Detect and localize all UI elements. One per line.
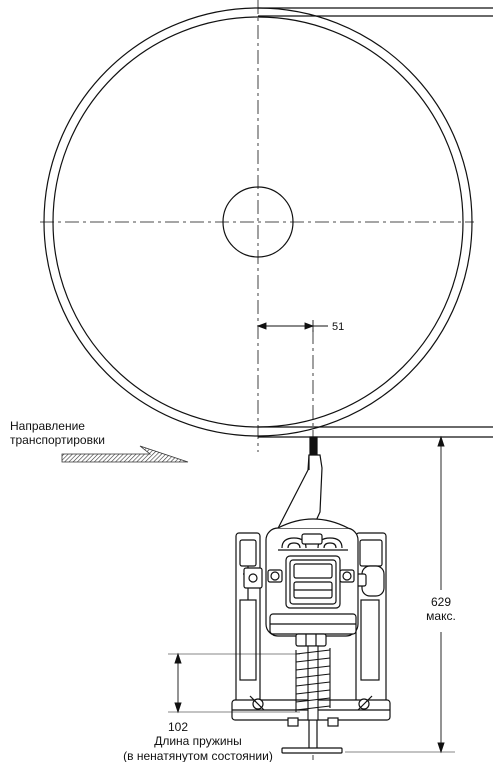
spring-label-line1: Длина пружины [154, 734, 242, 748]
dimension-51 [256, 320, 328, 332]
dim-height-note: макс. [426, 609, 456, 623]
direction-label-line1: Направление [10, 419, 85, 433]
direction-arrow [61, 445, 189, 463]
tension-spring [295, 645, 331, 721]
dim-spring-value: 102 [168, 720, 188, 734]
bottom-rod-plate [281, 747, 343, 754]
dim-height-value: 629 [431, 595, 451, 609]
dimension-102 [168, 652, 300, 714]
dim-offset-label: 51 [332, 321, 344, 333]
spring-label-line2: (в ненатянутом состоянии) [123, 749, 273, 762]
dimension-629 [318, 435, 455, 754]
tensioner-assembly [231, 518, 391, 754]
direction-label-line2: транспортировки [10, 433, 105, 447]
